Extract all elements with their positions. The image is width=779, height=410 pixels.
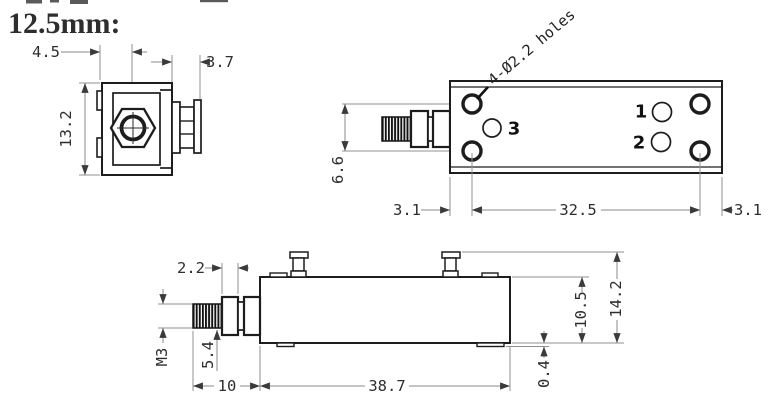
- holes-annotation: 4-Ø2.2 holes: [484, 5, 579, 88]
- front-body: [259, 276, 511, 344]
- post-left: [289, 251, 309, 278]
- dim-left-margin: 3.1: [393, 201, 421, 219]
- port-2-hole: [650, 131, 672, 153]
- top-stud: [381, 109, 452, 149]
- dim-side-height: 13.2: [57, 110, 75, 147]
- foot-right: [476, 342, 505, 348]
- dim-side-center-offset: 4.5: [32, 43, 60, 61]
- dim-hole-row-spacing: 6.6: [329, 156, 347, 184]
- top-body: [449, 80, 723, 174]
- dim-hole-col-spacing: 32.5: [559, 201, 596, 219]
- dim-nut-width: 5.4: [199, 341, 217, 369]
- dim-connector-length: 3.7: [206, 53, 234, 71]
- cropped-text-remnants: [26, 0, 228, 4]
- dim-overall-height: 14.2: [607, 280, 625, 317]
- front-stud: [192, 295, 262, 337]
- port-1-label: 1: [635, 102, 648, 123]
- foot-left: [276, 342, 295, 348]
- port-2-label: 2: [633, 133, 646, 154]
- dim-right-margin: 3.1: [734, 201, 762, 219]
- dim-body-height: 10.5: [572, 291, 590, 328]
- front-view: 2.2 M3 5.4 10 38.7 0.4 10.5 14.2: [153, 251, 626, 395]
- page-title: 12.5mm:: [8, 7, 120, 40]
- dim-stud-length: 10: [218, 377, 237, 395]
- post-right: [441, 251, 461, 278]
- mounting-hole-top-left: [461, 93, 483, 115]
- port-3-hole: [482, 118, 502, 138]
- side-tab-top: [96, 90, 103, 111]
- front-tab-left: [269, 272, 288, 278]
- port-1-hole: [651, 101, 673, 123]
- front-tab-right: [481, 272, 499, 278]
- side-view: 4.5 3.7 13.2: [32, 43, 234, 176]
- dim-foot-height: 0.4: [535, 360, 553, 388]
- mounting-hole-top-right: [689, 93, 711, 115]
- dim-nut-thickness: 2.2: [177, 259, 205, 277]
- dim-body-length: 38.7: [368, 377, 405, 395]
- side-connector: [171, 99, 202, 154]
- port-3-label: 3: [508, 119, 521, 140]
- top-view: 6.6 3 1 2 4-Ø2.2 holes: [329, 5, 762, 219]
- dim-thread-spec: M3: [153, 348, 171, 367]
- side-tab-bottom: [96, 137, 103, 158]
